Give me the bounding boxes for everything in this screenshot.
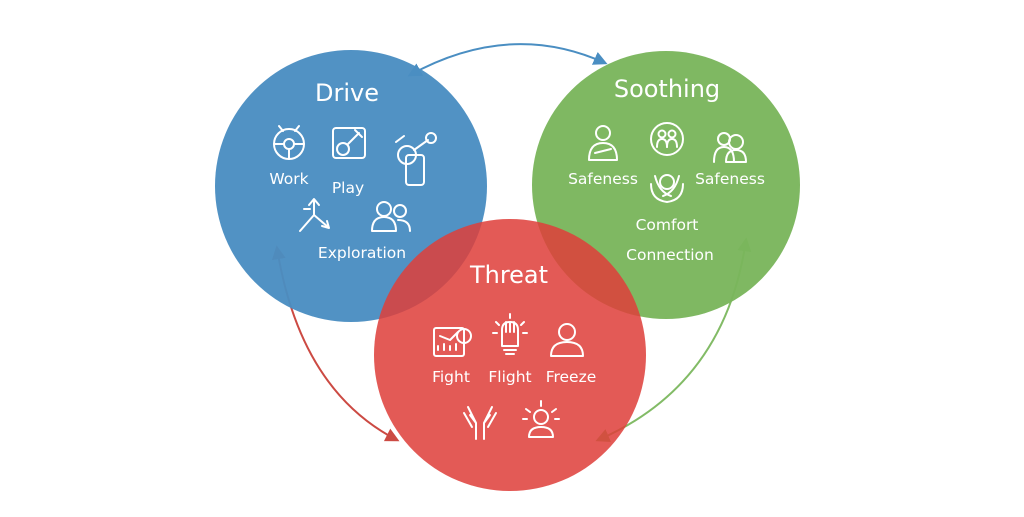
steering-wheel-icon [273,125,305,160]
self-hug-person-icon [588,125,618,161]
freeze-label: Freeze [546,368,597,386]
threat-title: Threat [469,261,548,289]
work-label: Work [269,170,308,188]
alarm-panel-icon [433,327,472,357]
connection-label: Connection [626,246,714,264]
drive-title: Drive [315,79,379,107]
two-people-icon [713,132,747,163]
people-group-icon [371,201,411,232]
safeness-left-label: Safeness [568,170,638,188]
joystick-icon [395,132,437,186]
alarmed-person-icon [522,400,560,438]
raised-hands-icon [463,406,497,440]
board-game-icon [332,127,366,159]
soothing-title: Soothing [614,75,720,103]
safeness-right-label: Safeness [695,170,765,188]
glowing-fist-icon [492,313,528,355]
flight-label: Flight [488,368,531,386]
exploration-label: Exploration [318,244,406,262]
play-label: Play [332,179,364,197]
drive-soothing-arrow [407,43,608,77]
hugging-hands-icon [650,174,684,203]
person-bust-icon [550,323,584,357]
comfort-label: Comfort [636,216,699,234]
circle-people-icon [650,122,684,156]
fight-label: Fight [432,368,470,386]
soothing-circle [532,51,800,319]
branching-arrows-icon [299,198,330,232]
